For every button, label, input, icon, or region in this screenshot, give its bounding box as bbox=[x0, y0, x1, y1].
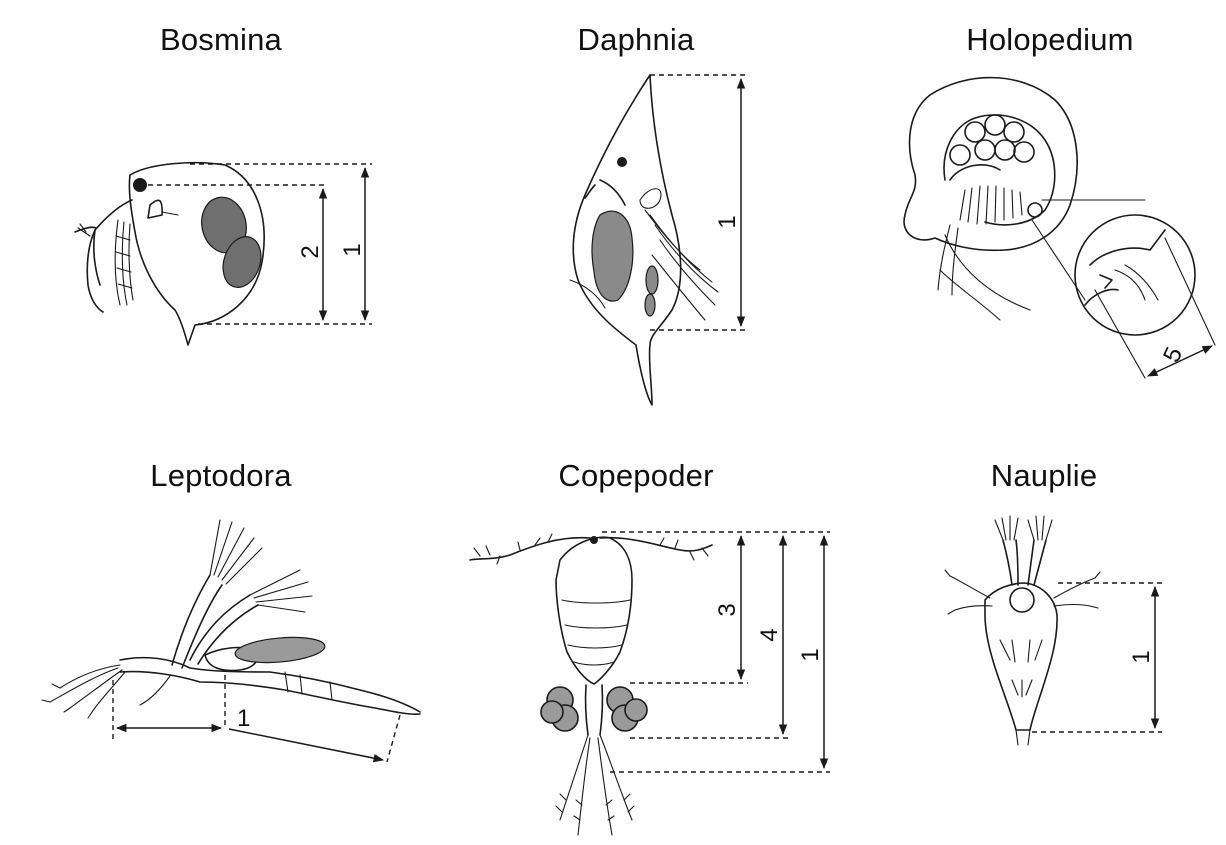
nauplie-drawing: 1 bbox=[945, 516, 1162, 745]
holopedium-drawing: 5 bbox=[904, 78, 1215, 378]
bosmina-eye bbox=[133, 178, 147, 192]
copepoder-drawing: 3 4 1 bbox=[470, 532, 830, 835]
leptodora-drawing: 1 bbox=[42, 520, 420, 762]
copepoder-dim-4: 4 bbox=[756, 628, 783, 641]
copepoder-dim-1: 1 bbox=[797, 648, 824, 661]
leptodora-dim-1: 1 bbox=[237, 705, 250, 732]
bosmina-drawing: 2 1 bbox=[75, 163, 372, 345]
daphnia-drawing: 1 bbox=[570, 75, 748, 405]
daphnia-eye bbox=[617, 157, 627, 167]
bosmina-dim-1: 1 bbox=[339, 243, 366, 256]
nauplie-dim-1: 1 bbox=[1128, 650, 1155, 663]
holopedium-dim-5: 5 bbox=[1158, 343, 1188, 367]
bosmina-dim-2: 2 bbox=[297, 245, 324, 258]
copepoder-dim-3: 3 bbox=[714, 603, 741, 616]
daphnia-dim-1: 1 bbox=[714, 215, 741, 228]
